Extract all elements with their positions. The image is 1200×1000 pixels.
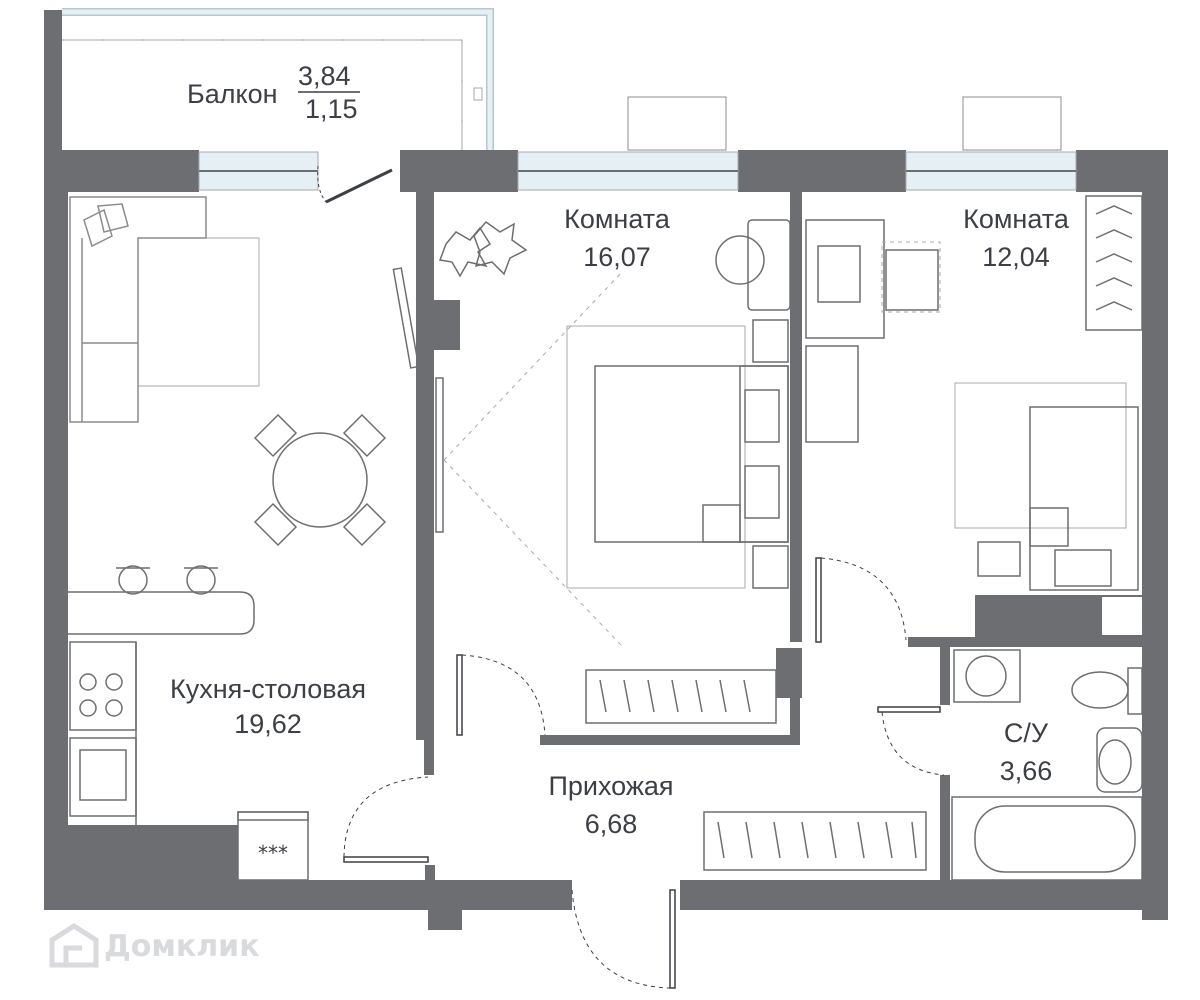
- room-left-name: Комната: [564, 204, 671, 234]
- domclick-logo-icon: [49, 923, 99, 968]
- kitchen-area: 19,62: [234, 709, 302, 739]
- room-labels: Балкон 3,84 1,15 Комната 16,07 Комната 1…: [170, 61, 1070, 865]
- room-right-name: Комната: [963, 204, 1070, 234]
- kitchen-furniture: [68, 196, 420, 881]
- bedroom-right-furniture: [805, 195, 1143, 591]
- bedroom-left-furniture: [435, 219, 791, 724]
- bathroom-name: С/У: [1004, 718, 1049, 748]
- watermark-text: Домклик: [104, 929, 260, 964]
- watermark: Домклик: [49, 923, 260, 968]
- balcony-area-total: 3,84: [298, 61, 351, 91]
- doors: [343, 557, 945, 989]
- stove-marks: ***: [258, 841, 288, 865]
- hallway-name: Прихожая: [548, 771, 673, 801]
- balcony: [44, 8, 494, 150]
- bathroom-area: 3,66: [1000, 756, 1053, 786]
- windows: [198, 96, 1077, 204]
- exterior-walls: [44, 150, 1168, 930]
- hallway-bathroom-furniture: [703, 649, 1143, 881]
- kitchen-name: Кухня-столовая: [170, 674, 366, 704]
- room-left-area: 16,07: [583, 242, 651, 272]
- balcony-name: Балкон: [187, 79, 278, 109]
- room-right-area: 12,04: [982, 242, 1050, 272]
- balcony-area-reduced: 1,15: [305, 94, 358, 124]
- interior-walls: [416, 170, 1142, 880]
- hallway-area: 6,68: [585, 809, 638, 839]
